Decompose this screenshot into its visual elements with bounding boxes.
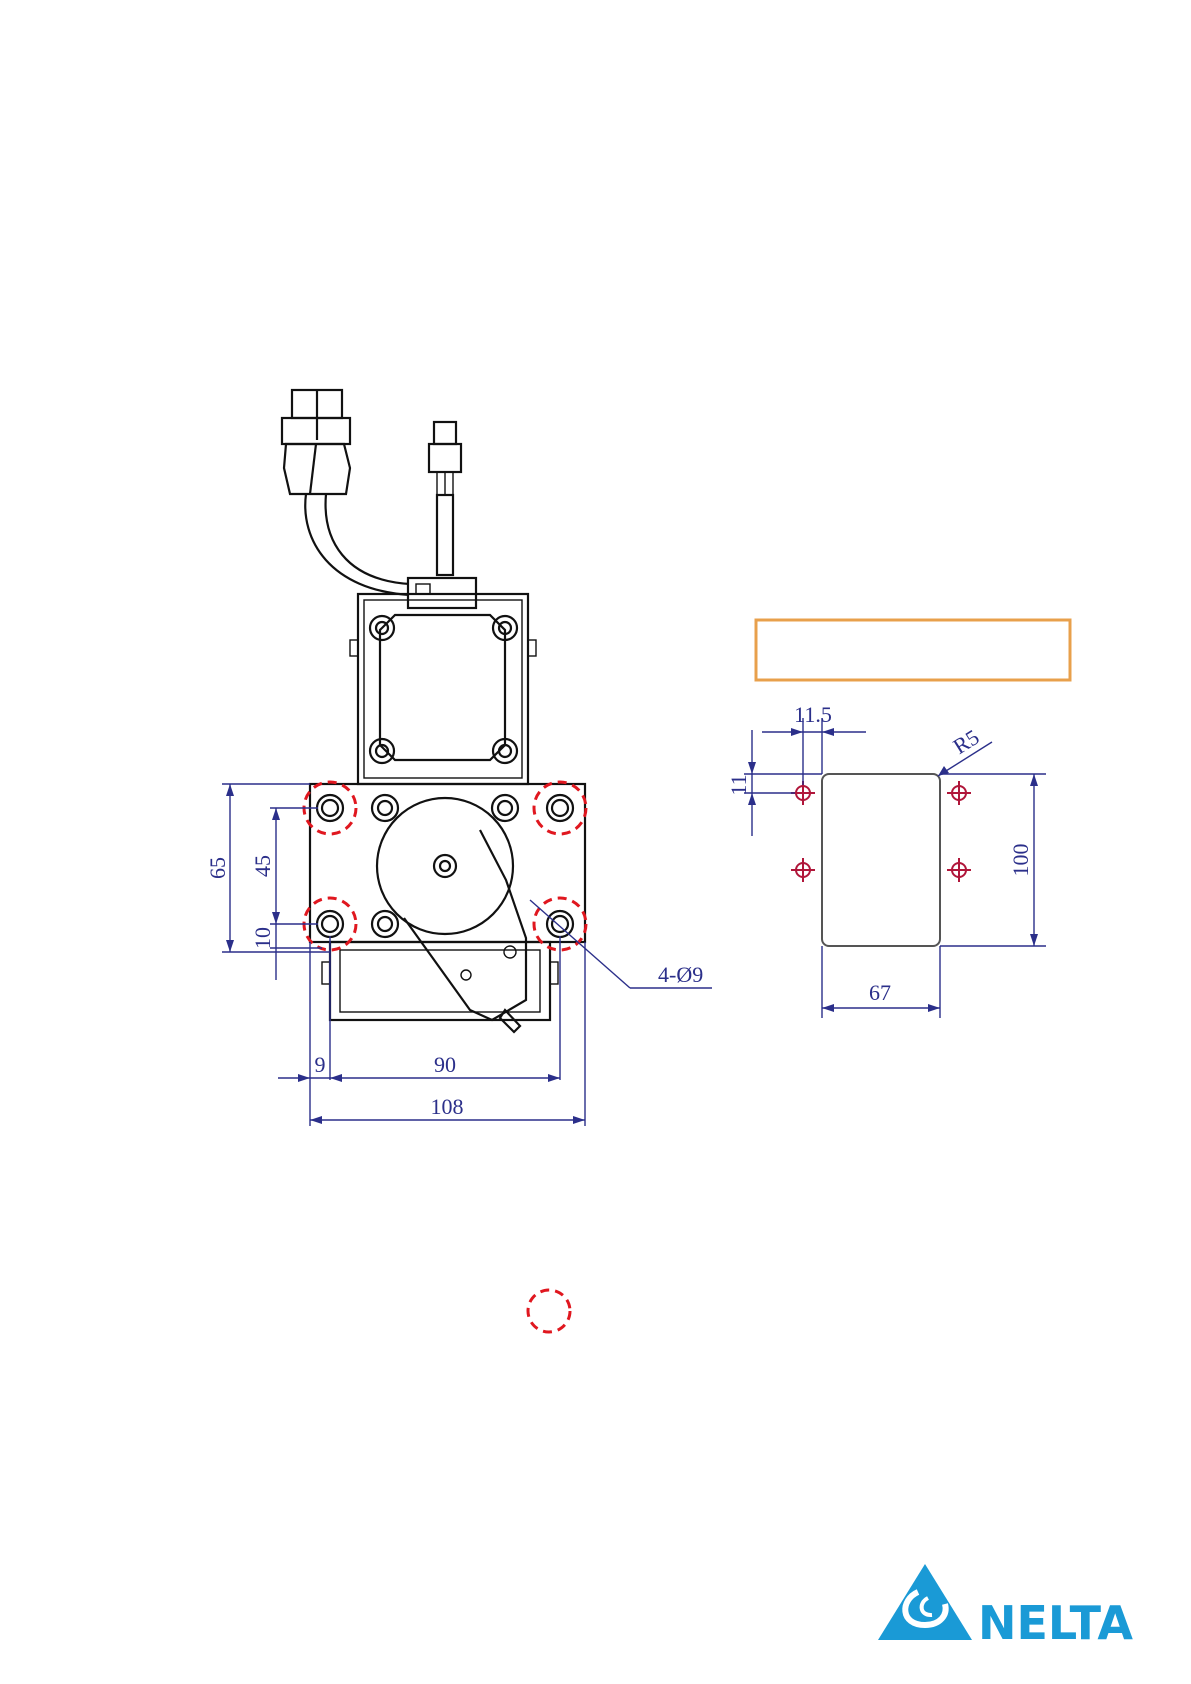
hole-callout: 4-Ø9: [658, 962, 703, 987]
motor-screws: [370, 616, 517, 763]
dim-total-width: 108: [431, 1094, 464, 1119]
dim-total-height: 65: [205, 857, 230, 879]
dim-hole-vertical: 45: [250, 855, 275, 877]
impeller-disc: [377, 798, 513, 934]
mounting-hole-highlights: [304, 782, 586, 950]
pump-body: [330, 942, 550, 1020]
brand-name: NELTA: [978, 1596, 1133, 1650]
label-box: [756, 620, 1070, 680]
dim-11-lines: [744, 730, 822, 836]
dim-bottom-offset: 10: [250, 927, 275, 949]
dim-hole-x: 11.5: [794, 702, 832, 727]
legend-marker: [528, 1290, 570, 1332]
cutout-outline: [822, 774, 940, 946]
lever-arm: [404, 830, 526, 1020]
front-view: 65 45 10 9 90 108 4-Ø9: [205, 390, 712, 1126]
dim-radius: R5: [949, 724, 984, 759]
mount-hole-marks: [791, 781, 971, 882]
sensor-connector: [429, 422, 461, 575]
dim-left-offset: 9: [315, 1052, 326, 1077]
callout-leader: [530, 900, 630, 988]
dim-hole-y: 11: [726, 774, 751, 795]
dim-hole-horizontal: 90: [434, 1052, 456, 1077]
delta-logo: NELTA: [878, 1564, 1133, 1650]
legend: [528, 1290, 570, 1332]
vertical-dimensions: [222, 784, 330, 980]
connector-plug: [282, 390, 350, 494]
cable: [305, 494, 410, 595]
cutout-view: 11.5 11 R5 100 67: [726, 620, 1070, 1018]
dim-height: 100: [1008, 844, 1033, 877]
dim-width: 67: [869, 980, 891, 1005]
